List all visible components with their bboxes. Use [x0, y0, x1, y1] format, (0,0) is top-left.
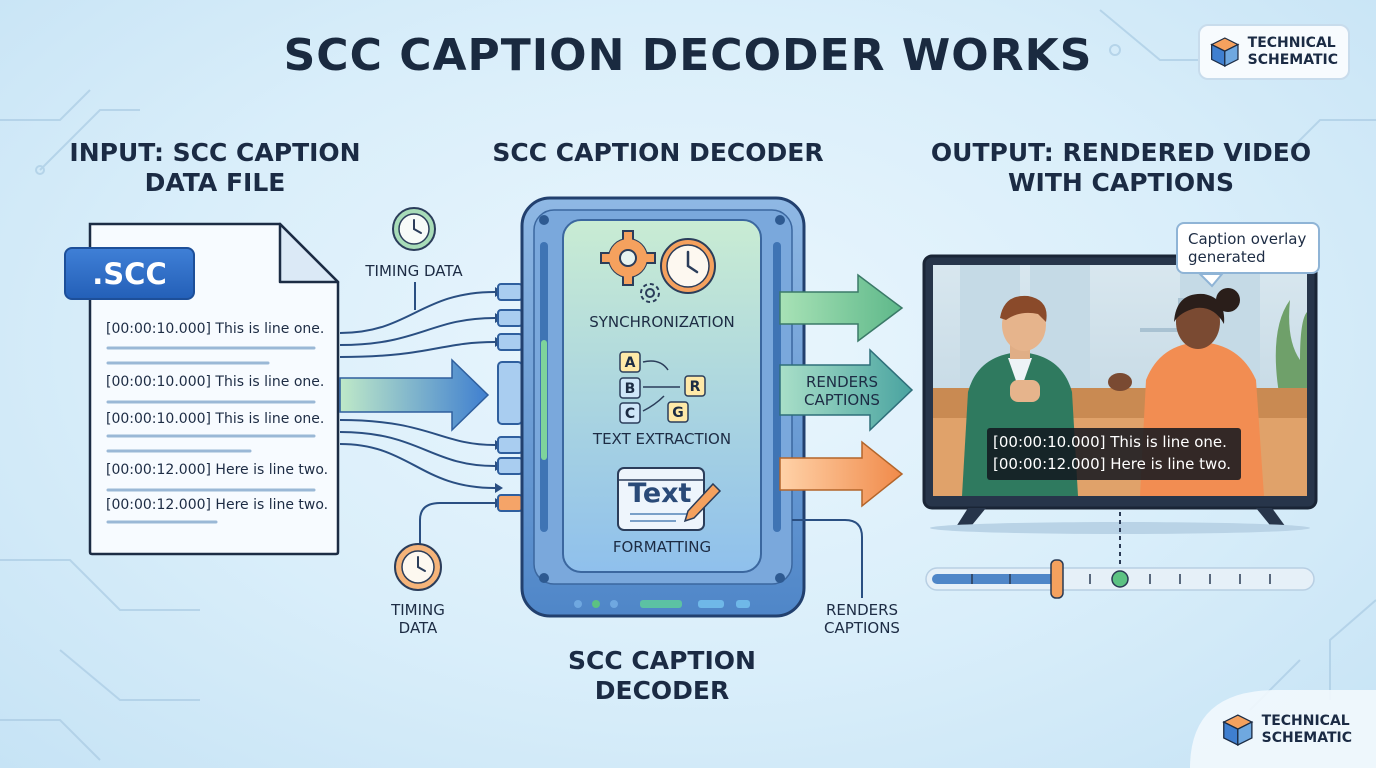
rendered-caption-line1: [00:00:10.000] This is line one. [993, 433, 1227, 451]
output-heading: OUTPUT: RENDERED VIDEO WITH CAPTIONS [930, 138, 1312, 198]
formatting-label: FORMATTING [612, 538, 712, 556]
synchronization-label: SYNCHRONIZATION [589, 313, 735, 331]
tv-stand-right [1256, 508, 1288, 530]
gear-icon [600, 230, 656, 286]
letter-r: R [690, 379, 701, 395]
output-arrow-top [779, 273, 904, 343]
renders-bottom-line1: RENDERS [825, 601, 899, 619]
renders-mid-line2: CAPTIONS [804, 391, 880, 409]
rendered-caption-line2: [00:00:12.000] Here is line two. [993, 455, 1232, 473]
bubble-line1: Caption overlay [1188, 230, 1307, 248]
scc-file-tag: .SCC [64, 247, 195, 300]
file-line-3: [00:00:10.000] This is line one. [106, 411, 325, 427]
output-arrow-middle [779, 348, 914, 432]
timing-data-top-label: TIMING DATA [365, 262, 463, 280]
decoder-input-ports [497, 283, 523, 512]
renders-captions-middle: RENDERS CAPTIONS [790, 373, 894, 409]
clock-icon [660, 238, 716, 294]
output-heading-line2: WITH CAPTIONS [1007, 168, 1235, 197]
letter-c: C [625, 406, 635, 422]
renders-mid-line1: RENDERS [805, 373, 879, 391]
input-heading-line2: DATA FILE [144, 168, 286, 197]
decoder-heading: SCC CAPTION DECODER [492, 138, 824, 167]
text-extraction-label: TEXT EXTRACTION [592, 430, 732, 448]
text-extraction-icon: A B C R G [619, 351, 706, 424]
timing-data-bottom-label: TIMING DATA [372, 601, 464, 637]
timing-bottom-line2: DATA [398, 619, 438, 637]
input-wires [339, 282, 496, 550]
renders-bottom-line2: CAPTIONS [824, 619, 900, 637]
input-heading: INPUT: SCC CAPTION DATA FILE [60, 138, 370, 198]
output-heading-line1: OUTPUT: RENDERED VIDEO [930, 138, 1312, 167]
letter-g: G [672, 405, 684, 421]
decoder-bottom-caption: SCC CAPTION DECODER [512, 646, 812, 706]
output-arrow-bottom [779, 440, 904, 508]
file-line-1: [00:00:10.000] This is line one. [106, 321, 325, 337]
input-heading-line1: INPUT: SCC CAPTION [69, 138, 361, 167]
badge-bottom-line1: TECHNICAL [1261, 713, 1350, 729]
bubble-line2: generated [1188, 248, 1266, 266]
scc-file-document [88, 222, 340, 556]
timing-bottom-line1: TIMING [391, 601, 445, 619]
caption-overlay-bubble: Caption overlay generated [1176, 222, 1320, 274]
file-line-2: [00:00:10.000] This is line one. [106, 374, 325, 390]
small-gear-icon [640, 283, 660, 303]
file-line-4: [00:00:12.000] Here is line two. [106, 462, 329, 478]
decoder-bottom-line1: SCC CAPTION [568, 646, 756, 675]
timing-clock-icon-top [392, 207, 436, 251]
renders-captions-bottom: RENDERS CAPTIONS [810, 601, 914, 637]
formatting-icon [617, 467, 722, 531]
formatting-text-word: Text [628, 478, 692, 509]
cube-icon [1222, 714, 1254, 747]
timing-clock-icon-bottom [394, 543, 442, 591]
decoder-bottom-line2: DECODER [594, 676, 730, 705]
file-line-5: [00:00:12.000] Here is line two. [106, 497, 329, 513]
badge-bottom-line2: SCHEMATIC [1261, 730, 1352, 746]
letter-b: B [625, 381, 636, 397]
tv-stand-left [954, 508, 986, 530]
badge-top-line1: TECHNICAL [1247, 35, 1336, 51]
cube-icon [1210, 37, 1240, 67]
badge-top-line2: SCHEMATIC [1247, 52, 1338, 68]
playback-timeline [925, 512, 1315, 599]
rendered-caption-box: [00:00:10.000] This is line one. [00:00:… [987, 428, 1241, 480]
page-title: SCC CAPTION DECODER WORKS [283, 30, 1093, 81]
input-main-arrow [339, 358, 490, 432]
background-circuit-lines [0, 9, 1376, 761]
letter-a: A [625, 355, 636, 371]
